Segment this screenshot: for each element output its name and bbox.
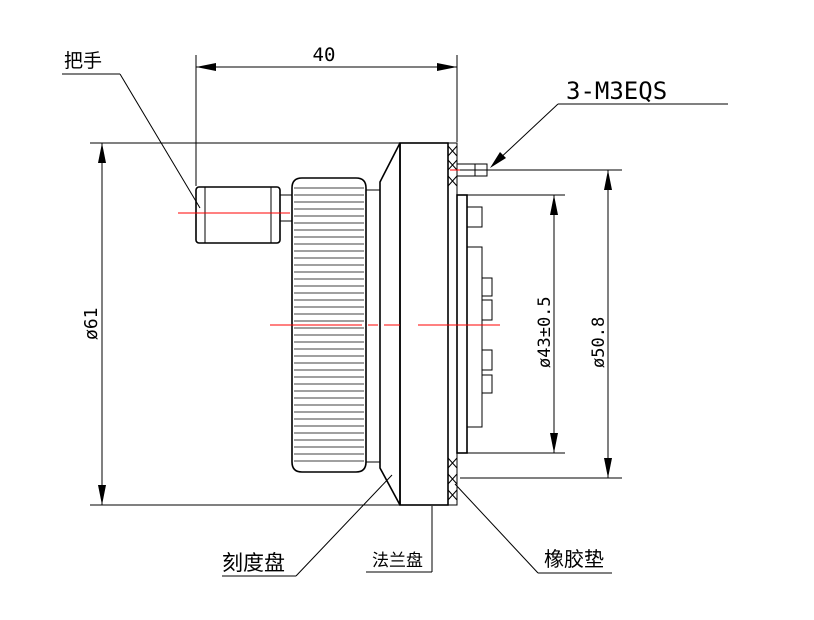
dim-dia-43-text: ø43±0.5 bbox=[535, 296, 555, 368]
label-thread: 3-M3EQS bbox=[566, 77, 667, 105]
leader-handle: 把手 bbox=[62, 50, 201, 209]
label-flange: 法兰盘 bbox=[372, 551, 423, 571]
dim-dia-43: ø43±0.5 bbox=[467, 194, 565, 454]
label-handle: 把手 bbox=[64, 50, 102, 72]
scale-dial-part bbox=[366, 142, 401, 506]
main-centerline bbox=[270, 169, 500, 326]
leader-thread: 3-M3EQS bbox=[490, 77, 728, 168]
dim-dia-61: ø61 bbox=[81, 142, 400, 506]
rubber-pad-part bbox=[447, 142, 458, 506]
leader-flange: 法兰盘 bbox=[366, 506, 433, 573]
dim-dia-61-text: ø61 bbox=[81, 307, 102, 340]
dim-length-40: 40 bbox=[195, 44, 458, 186]
knurl-ribs bbox=[294, 187, 364, 462]
handle-part bbox=[178, 186, 293, 244]
leader-rubber-pad: 橡胶垫 bbox=[454, 483, 612, 574]
knurled-knob bbox=[291, 177, 367, 473]
dim-dia-50-text: ø50.8 bbox=[589, 317, 609, 368]
label-dial: 刻度盘 bbox=[222, 551, 285, 575]
rear-body bbox=[456, 194, 493, 454]
label-rubber-pad: 橡胶垫 bbox=[544, 547, 604, 571]
dim-length-text: 40 bbox=[313, 44, 336, 66]
dim-dia-50: ø50.8 bbox=[460, 169, 622, 479]
flange-part bbox=[399, 142, 449, 506]
leader-dial: 刻度盘 bbox=[222, 474, 393, 577]
